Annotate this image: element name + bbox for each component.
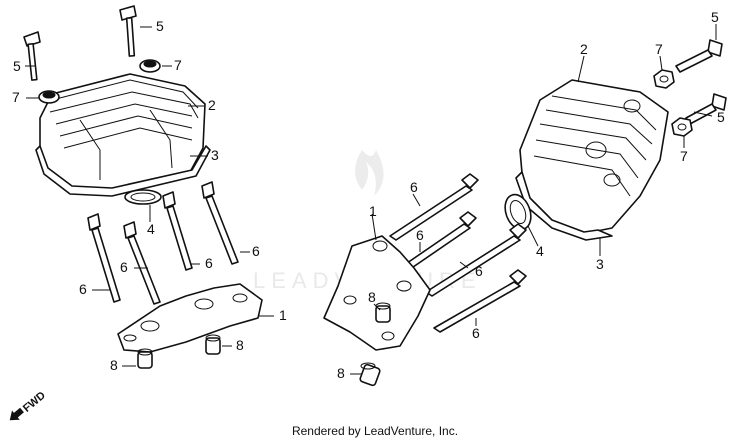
leader-lines [25,24,717,375]
bolt-6-right-d[interactable] [433,269,527,333]
bolt-5-right-a[interactable] [675,39,723,73]
forward-label: FWD [21,390,48,415]
rocker-arm-holder-right[interactable] [323,235,431,351]
bolt-6-right-c[interactable] [425,223,527,297]
callout-6-left-c: 6 [205,255,213,271]
callout-4-left: 4 [147,221,155,237]
callout-2-left: 2 [208,97,216,113]
dowel-pin-8-right-a[interactable] [375,302,391,323]
callout-1-right: 1 [369,203,377,219]
callout-6-left-b: 6 [120,259,128,275]
attribution-footer: Rendered by LeadVenture, Inc. [291,424,459,438]
callout-1-left: 1 [279,307,287,323]
washer-7-right-a[interactable] [653,69,675,89]
callout-6-right-a: 6 [410,179,418,195]
dowel-pin-8-left-b[interactable] [205,334,221,355]
bolt-5-left-a[interactable] [23,31,41,81]
grommet-7-left-a[interactable] [38,90,60,104]
callout-5-left-a: 5 [13,58,21,74]
callout-6-right-d: 6 [472,325,480,341]
dowel-pin-8-right-b[interactable] [359,362,381,387]
callout-7-right-a: 7 [655,41,663,57]
callout-7-right-b: 7 [680,148,688,164]
bolt-6-left-b[interactable] [123,221,161,305]
grommet-7-left-b[interactable] [139,59,161,73]
callout-5-right-a: 5 [711,9,719,25]
callout-2-right: 2 [580,41,588,57]
callout-8-left-a: 8 [110,357,118,373]
cylinder-head-cover-left[interactable] [39,73,206,191]
washer-7-right-b[interactable] [671,117,693,137]
callout-7-left-a: 7 [12,89,20,105]
callout-7-left-b: 7 [174,57,182,73]
head-cover-gasket-left[interactable] [35,145,211,197]
callout-6-left-d: 6 [252,243,260,259]
callout-5-right-b: 5 [717,109,725,125]
callout-8-right-a: 8 [368,289,376,305]
callout-5-left-b: 5 [156,18,164,34]
callout-6-right-b: 6 [416,227,424,243]
callout-6-left-a: 6 [79,281,87,297]
bolt-6-left-c[interactable] [162,191,193,271]
bolt-6-right-a[interactable] [389,173,479,241]
callout-4-right: 4 [536,243,544,259]
callout-labels: 1 1 2 2 3 3 4 4 5 5 5 5 6 6 6 6 6 6 6 6 … [12,9,725,381]
callout-3-right: 3 [596,256,604,272]
bolt-5-left-b[interactable] [119,5,137,57]
forward-direction-indicator: FWD [9,390,48,421]
bolt-6-left-d[interactable] [201,181,239,265]
bolt-6-left-a[interactable] [87,213,121,303]
head-cover-gasket-right[interactable] [515,171,613,241]
seal-ring-left[interactable] [124,189,162,205]
callout-6-right-c: 6 [475,263,483,279]
forward-arrow-icon [9,407,24,421]
callout-3-left: 3 [211,147,219,163]
callout-8-right-b: 8 [337,365,345,381]
callout-8-left-b: 8 [236,337,244,353]
dowel-pin-8-left-a[interactable] [137,348,153,369]
